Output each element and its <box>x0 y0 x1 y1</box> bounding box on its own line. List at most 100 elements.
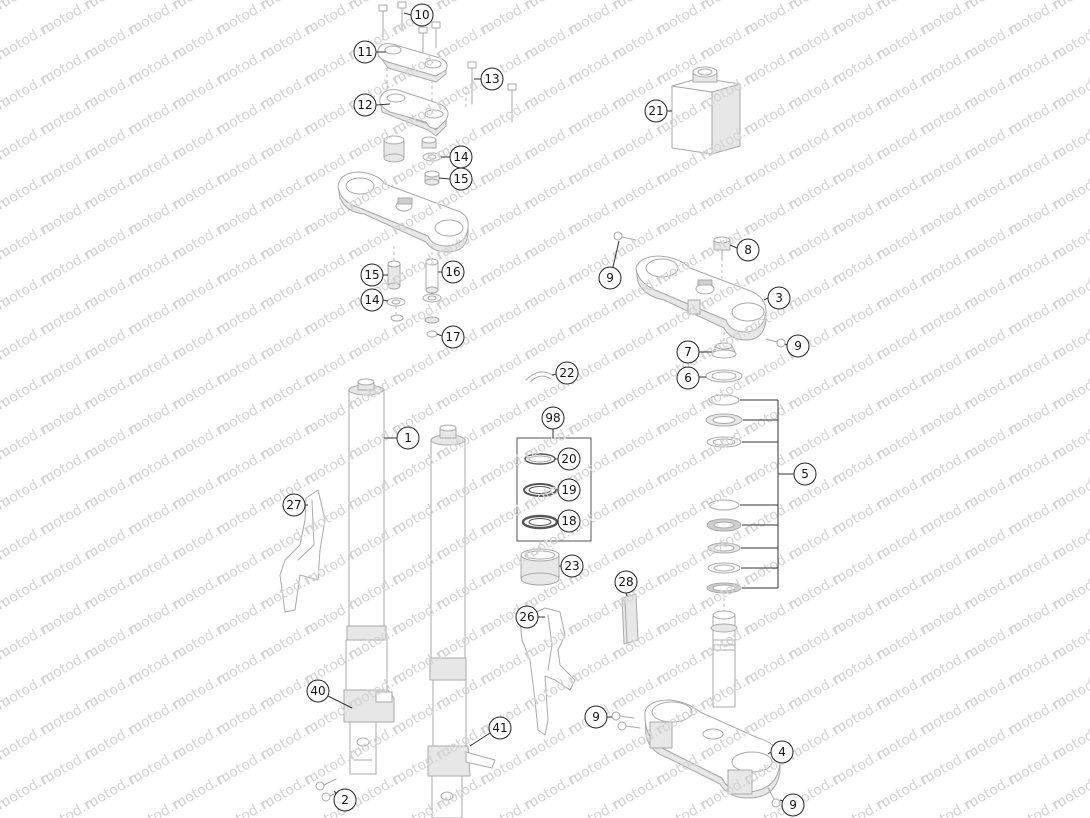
watermark-text: motod.ru <box>742 442 806 488</box>
watermark-text: motod.ru <box>830 692 894 738</box>
watermark-text: motod.ru <box>478 0 542 38</box>
watermark-text: motod.ru <box>0 617 58 663</box>
watermark-text: motod.ru <box>258 267 322 313</box>
callout-7[interactable]: 7 <box>676 340 700 364</box>
callout-21[interactable]: 21 <box>644 99 668 123</box>
watermark-text: motod.ru <box>962 17 1026 63</box>
watermark-text: motod.ru <box>962 217 1026 263</box>
callout-14-upper[interactable]: 14 <box>449 145 473 169</box>
callout-9-upper-left[interactable]: 9 <box>598 266 622 290</box>
watermark-text: motod.ru <box>0 492 14 538</box>
watermark-text: motod.ru <box>82 567 146 613</box>
callout-20[interactable]: 20 <box>557 447 581 471</box>
callout-11[interactable]: 11 <box>353 40 377 64</box>
callout-18[interactable]: 18 <box>557 509 581 533</box>
watermark-text: motod.ru <box>82 617 146 663</box>
watermark-text: motod.ru <box>786 167 850 213</box>
part-bolt-8 <box>713 236 731 259</box>
watermark-text: motod.ru <box>126 92 190 138</box>
leader-line <box>625 592 628 597</box>
watermark-text: motod.ru <box>786 367 850 413</box>
callout-22[interactable]: 22 <box>555 361 579 385</box>
callout-4[interactable]: 4 <box>770 740 794 764</box>
watermark-text: motod.ru <box>82 0 146 13</box>
watermark-text: motod.ru <box>0 317 58 363</box>
callout-label: 4 <box>778 745 786 759</box>
leader-line <box>612 240 620 268</box>
callout-26[interactable]: 26 <box>515 605 539 629</box>
watermark-text: motod.ru <box>874 67 938 113</box>
watermark-text: motod.ru <box>1006 92 1070 138</box>
callout-12[interactable]: 12 <box>353 93 377 117</box>
callout-8[interactable]: 8 <box>736 238 760 262</box>
callout-label: 11 <box>357 45 372 59</box>
leader-line <box>551 373 557 376</box>
watermark-text: motod.ru <box>0 567 58 613</box>
watermark-text: motod.ru <box>214 192 278 238</box>
watermark-text: motod.ru <box>874 167 938 213</box>
watermark-text: motod.ru <box>962 667 1026 713</box>
watermark-text: motod.ru <box>214 92 278 138</box>
callout-41[interactable]: 41 <box>488 716 512 740</box>
watermark-text: motod.ru <box>126 542 190 588</box>
callout-6[interactable]: 6 <box>676 366 700 390</box>
callout-9-lower-left[interactable]: 9 <box>584 705 608 729</box>
callout-label: 21 <box>648 104 663 118</box>
callout-27[interactable]: 27 <box>282 493 306 517</box>
watermark-text: motod.ru <box>1006 342 1070 388</box>
callout-40[interactable]: 40 <box>306 679 330 703</box>
watermark-text: motod.ru <box>214 0 278 38</box>
watermark-text: motod.ru <box>214 742 278 788</box>
watermark-text: motod.ru <box>258 217 322 263</box>
callout-3[interactable]: 3 <box>767 286 791 310</box>
watermark-text: motod.ru <box>38 342 102 388</box>
part-washer-14-lower <box>386 293 442 322</box>
watermark-text: motod.ru <box>610 0 674 13</box>
callout-98[interactable]: 98 <box>541 406 565 430</box>
callout-15-lower[interactable]: 15 <box>360 263 384 287</box>
callout-17[interactable]: 17 <box>441 325 465 349</box>
callout-2[interactable]: 2 <box>333 788 357 812</box>
watermark-text: motod.ru <box>874 467 938 513</box>
watermark-text: motod.ru <box>962 467 1026 513</box>
watermark-text: motod.ru <box>82 767 146 813</box>
callout-19[interactable]: 19 <box>557 478 581 502</box>
watermark-text: motod.ru <box>0 417 58 463</box>
watermark-text: motod.ru <box>742 192 806 238</box>
callout-10[interactable]: 10 <box>410 3 434 27</box>
callout-5[interactable]: 5 <box>793 462 817 486</box>
callout-1[interactable]: 1 <box>396 426 420 450</box>
watermark-text: motod.ru <box>654 492 718 538</box>
watermark-text: motod.ru <box>522 67 586 113</box>
watermark-text: motod.ru <box>874 0 938 13</box>
callout-9-bottom[interactable]: 9 <box>781 793 805 817</box>
watermark-text: motod.ru <box>874 117 938 163</box>
leader-line <box>382 299 389 302</box>
watermark-text: motod.ru <box>126 292 190 338</box>
watermark-text: motod.ru <box>1050 617 1090 663</box>
watermark-text: motod.ru <box>126 792 190 818</box>
watermark-text: motod.ru <box>874 667 938 713</box>
callout-9-upper-right[interactable]: 9 <box>786 334 810 358</box>
watermark-text: motod.ru <box>346 317 410 363</box>
watermark-text: motod.ru <box>830 0 894 38</box>
callout-28[interactable]: 28 <box>614 570 638 594</box>
callout-13[interactable]: 13 <box>480 67 504 91</box>
watermark-text: motod.ru <box>654 192 718 238</box>
watermark-text: motod.ru <box>1050 467 1090 513</box>
callout-23[interactable]: 23 <box>560 554 584 578</box>
watermark-text: motod.ru <box>1006 642 1070 688</box>
callout-label: 8 <box>744 243 752 257</box>
watermark-text: motod.ru <box>962 0 1026 13</box>
watermark-text: motod.ru <box>566 592 630 638</box>
watermark-text: motod.ru <box>126 692 190 738</box>
callout-15-upper[interactable]: 15 <box>449 167 473 191</box>
watermark-text: motod.ru <box>214 792 278 818</box>
watermark-text: motod.ru <box>302 0 366 38</box>
callout-16[interactable]: 16 <box>441 260 465 284</box>
watermark-text: motod.ru <box>82 317 146 363</box>
watermark-text: motod.ru <box>1050 317 1090 363</box>
watermark-text: motod.ru <box>478 292 542 338</box>
callout-14-lower[interactable]: 14 <box>360 288 384 312</box>
watermark-text: motod.ru <box>962 517 1026 563</box>
